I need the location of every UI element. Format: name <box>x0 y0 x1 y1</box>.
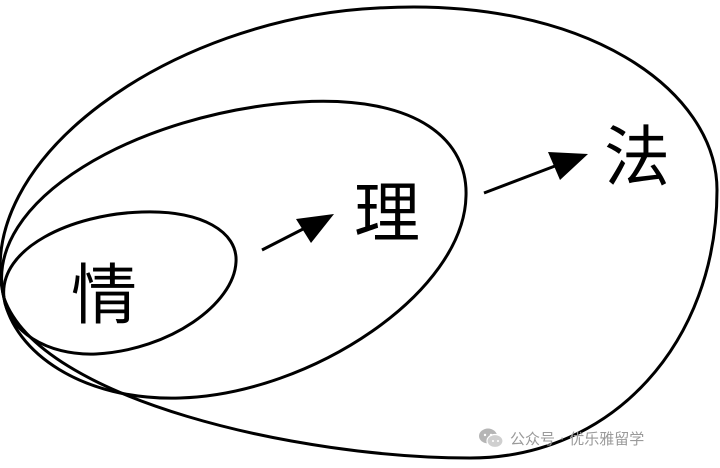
inner-ellipse <box>2 210 238 356</box>
wechat-icon <box>478 427 504 449</box>
watermark: 公众号 · 优乐雅留学 <box>478 424 644 452</box>
middle-ellipse <box>0 99 468 400</box>
label-li: 理 <box>354 175 420 252</box>
outer-ellipse <box>0 5 719 460</box>
label-qing: 情 <box>71 257 137 334</box>
arrow-middle-to-outer <box>483 152 588 195</box>
arrow-inner-to-middle <box>261 214 334 252</box>
label-fa: 法 <box>604 119 670 196</box>
watermark-text: 公众号 · 优乐雅留学 <box>510 429 645 448</box>
